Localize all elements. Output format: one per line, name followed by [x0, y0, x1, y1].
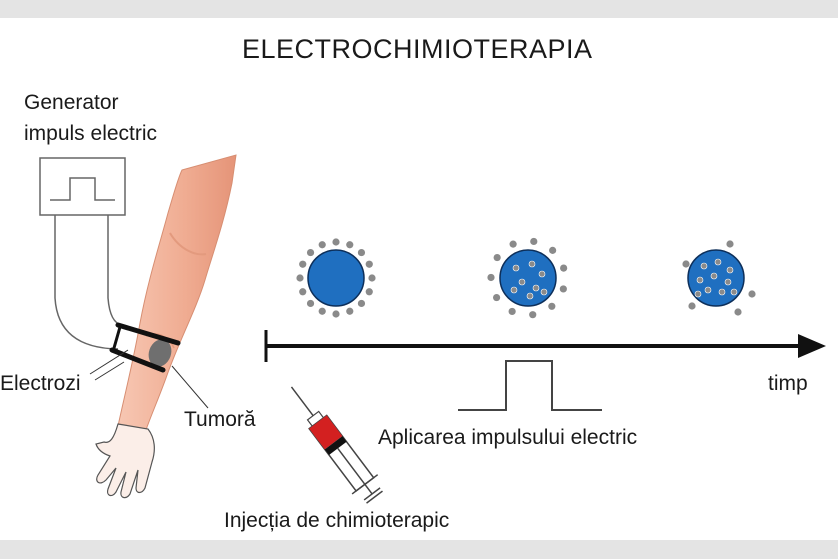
drug-particle	[365, 260, 373, 268]
drug-particle	[318, 307, 326, 315]
drug-particle	[528, 260, 536, 268]
drug-particle	[306, 299, 315, 308]
drug-particle	[299, 288, 307, 296]
time-axis	[264, 330, 826, 362]
drug-particle	[538, 270, 546, 278]
drug-particle	[318, 241, 326, 249]
diagram-title: ELECTROCHIMIOTERAPIA	[242, 34, 593, 64]
drug-particle	[682, 260, 690, 268]
drug-particle	[368, 274, 376, 282]
hand	[95, 423, 155, 499]
drug-particle	[726, 266, 734, 274]
drug-particle	[704, 286, 712, 294]
drug-particle	[306, 248, 315, 257]
generator-box	[39, 157, 126, 216]
drug-particle	[529, 311, 537, 319]
drug-particle	[530, 237, 538, 246]
time-axis-label: timp	[768, 372, 808, 395]
generator-cable	[54, 215, 123, 350]
drug-particle	[714, 258, 722, 266]
drug-particles	[296, 237, 756, 319]
tumor-mass	[148, 339, 172, 367]
drug-particle	[694, 290, 702, 298]
drug-particle	[560, 264, 568, 272]
drug-particle	[548, 302, 556, 310]
drug-particle	[508, 307, 516, 316]
drug-particle	[559, 285, 567, 293]
arm	[117, 154, 237, 431]
drug-particle	[492, 293, 501, 302]
drug-particle	[700, 262, 708, 270]
drug-particle	[710, 272, 718, 280]
drug-particle	[512, 264, 520, 272]
electrodes-label: Electrozi	[0, 372, 81, 395]
drug-particle	[346, 241, 354, 249]
injection-label: Injecția de chimioterapic	[224, 509, 450, 532]
drug-particle	[509, 240, 517, 248]
syringe	[290, 386, 383, 504]
drug-particle	[365, 288, 373, 296]
drug-particle	[510, 286, 518, 294]
drug-particle	[526, 292, 534, 300]
pointer-lines	[89, 349, 209, 409]
diagram-graphics	[39, 154, 826, 504]
generator-label-line1: Generator	[24, 91, 119, 114]
drug-particle	[549, 246, 557, 254]
drug-particle	[332, 238, 340, 246]
drug-particle	[357, 248, 366, 257]
cell-before	[307, 249, 365, 307]
drug-particle	[718, 288, 726, 296]
drug-particle	[532, 284, 540, 292]
drug-particle	[518, 278, 526, 286]
tumor-label: Tumoră	[184, 408, 256, 431]
drug-particle	[487, 273, 495, 282]
pulse-label: Aplicarea impulsului electric	[378, 426, 638, 449]
drug-particle	[346, 307, 354, 315]
drug-particle	[730, 288, 738, 296]
drug-particle	[724, 278, 732, 286]
drug-particle	[696, 276, 704, 284]
drug-particle	[299, 260, 307, 268]
pulse-waveform	[458, 360, 602, 411]
generator-label-line2: impuls electric	[24, 122, 158, 145]
drug-particle	[734, 308, 742, 316]
drug-particle	[688, 302, 696, 310]
drug-particle	[296, 274, 304, 282]
electrodes	[109, 322, 181, 373]
drug-particle	[332, 310, 340, 318]
drug-particle	[357, 299, 366, 308]
drug-particle	[540, 288, 548, 296]
drug-particle	[493, 253, 501, 262]
drug-particle	[748, 290, 756, 298]
drug-particle	[726, 240, 734, 248]
diagram-canvas: ELECTROCHIMIOTERAPIA Generator impuls el…	[0, 18, 838, 540]
